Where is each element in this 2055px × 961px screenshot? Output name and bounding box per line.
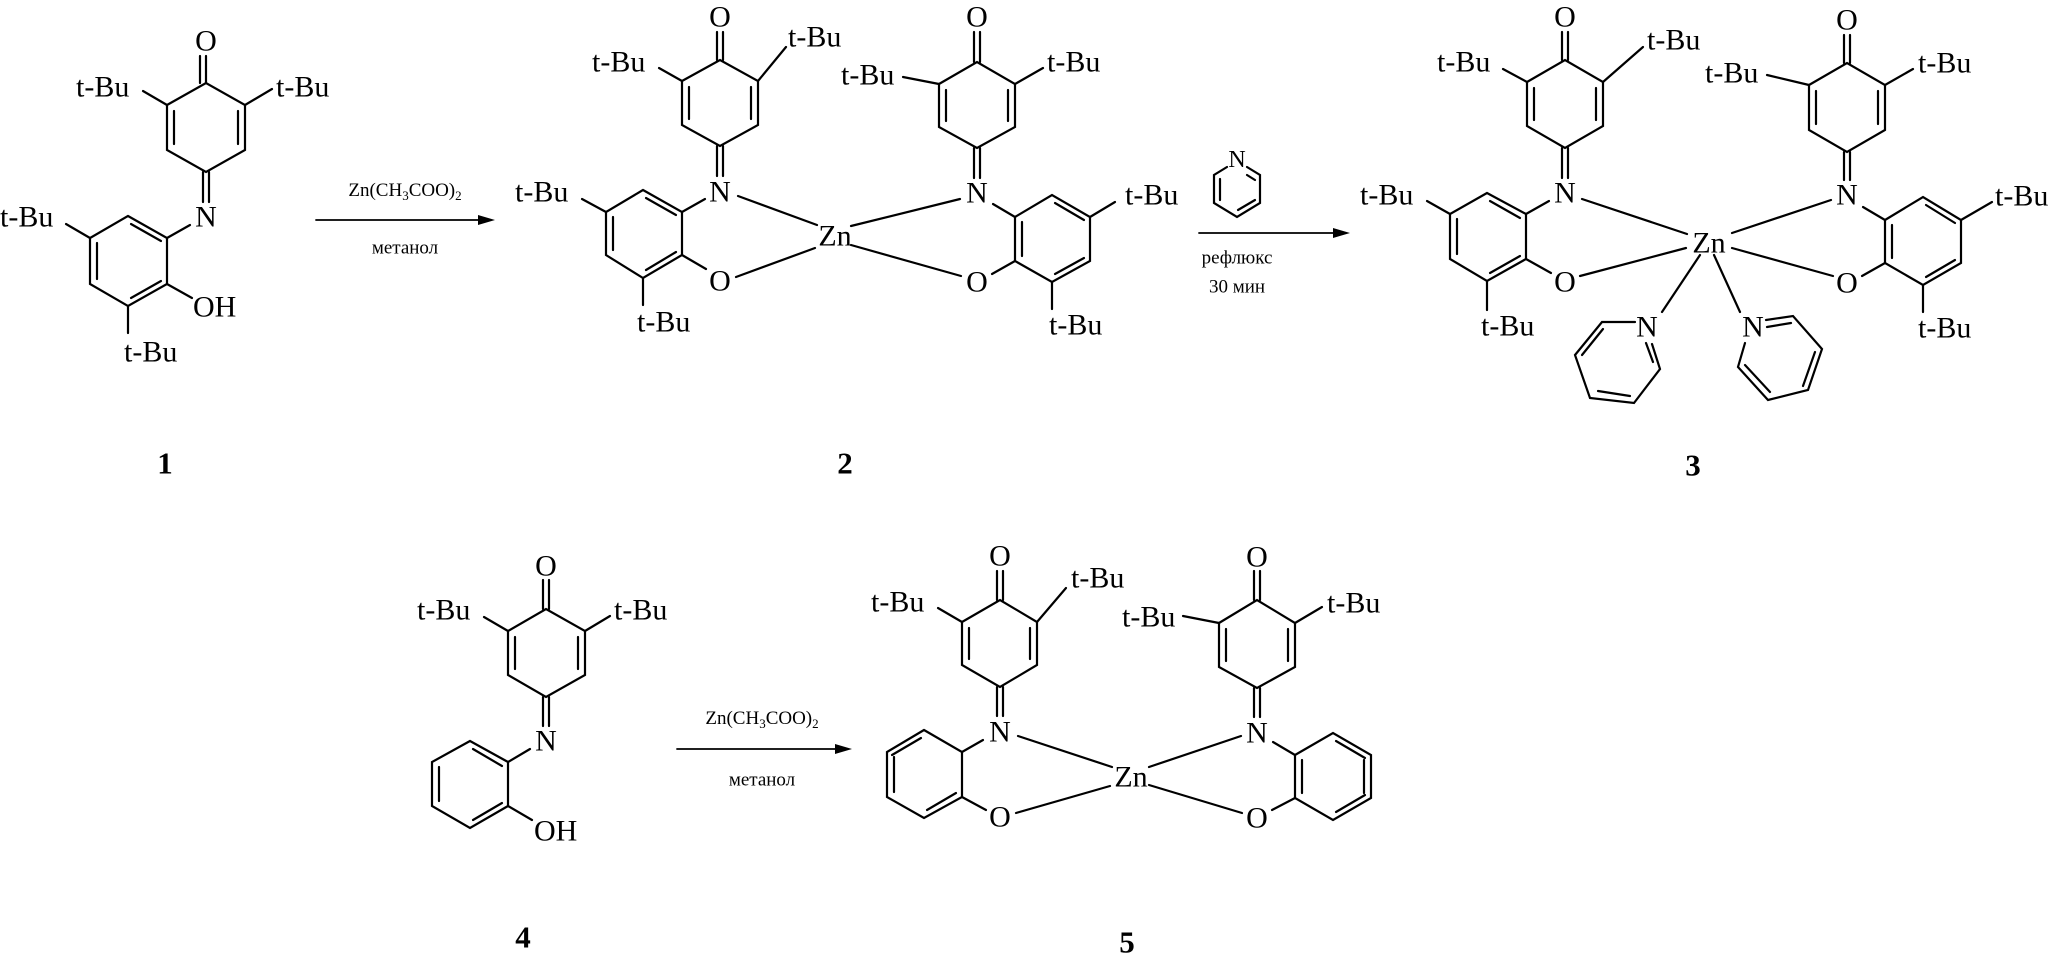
tbu-group: t-Bu (1360, 179, 1413, 212)
tbu-group: t-Bu (1122, 601, 1175, 634)
oxygen-atom: O (1554, 266, 1576, 299)
tbu-group: t-Bu (1647, 24, 1700, 57)
tbu-group: t-Bu (1049, 309, 1102, 342)
compound-3: N N O N O O N O Zn t-Bu t-Bu t-Bu t-Bu t… (1360, 1, 2048, 483)
nitrogen-atom: N (709, 176, 731, 209)
tbu-group: t-Bu (1918, 47, 1971, 80)
nitrogen-atom: N (195, 201, 217, 234)
oxygen-atom: O (1836, 267, 1858, 300)
compound-number: 1 (157, 446, 173, 481)
tbu-group: t-Bu (515, 176, 568, 209)
compound-4: O N OH t-Bu t-Bu 4 (417, 550, 667, 955)
arrowhead-icon (478, 215, 495, 225)
oxygen-atom: O (709, 265, 731, 298)
compound-1: O N OH t-Bu t-Bu t-Bu t-Bu 1 (0, 25, 329, 481)
compound-2: O N O O N O Zn t-Bu t-Bu t-Bu t-Bu t-Bu … (515, 1, 1178, 481)
nitrogen-atom: N (1742, 311, 1764, 344)
reagent-label: Zn(CH3COO)2 (705, 708, 818, 731)
oxygen-atom: O (535, 550, 557, 583)
hydroxyl-group: OH (534, 815, 577, 848)
tbu-group: t-Bu (1125, 179, 1178, 212)
reagent-label: Zn(CH3COO)2 (348, 180, 461, 203)
compound-number: 4 (515, 920, 531, 955)
tbu-group: t-Bu (1071, 562, 1124, 595)
zinc-atom: Zn (818, 220, 851, 253)
oxygen-atom: O (966, 1, 988, 34)
oxygen-atom: O (709, 1, 731, 34)
oxygen-atom: O (966, 266, 988, 299)
pyridine-ligand: N (1736, 311, 1824, 402)
nitrogen-atom: N (1246, 717, 1268, 750)
quinone-ring (141, 54, 274, 204)
tbu-group: t-Bu (841, 59, 894, 92)
compound-number: 3 (1685, 448, 1701, 483)
condition-label: рефлюкс (1202, 248, 1273, 269)
oxygen-atom: O (195, 25, 217, 58)
arrowhead-icon (835, 744, 852, 754)
tbu-group: t-Bu (417, 594, 470, 627)
condition-label: 30 мин (1209, 277, 1265, 298)
arrowhead-icon (1333, 228, 1350, 238)
pyridine-ligand: N (1573, 311, 1662, 405)
tbu-group: t-Bu (1047, 46, 1100, 79)
oxygen-atom: O (989, 801, 1011, 834)
tbu-group: t-Bu (788, 21, 841, 54)
oxygen-atom: O (1836, 4, 1858, 37)
tbu-group: t-Bu (1705, 57, 1758, 90)
condition-label: метанол (372, 238, 439, 259)
reaction-arrow-3: Zn(CH3COO)2 метанол (676, 708, 852, 791)
tbu-group: t-Bu (1481, 310, 1534, 343)
nitrogen-atom: N (1554, 177, 1576, 210)
tbu-group: t-Bu (1327, 587, 1380, 620)
nitrogen-atom: N (966, 177, 988, 210)
zinc-atom: Zn (1692, 227, 1725, 260)
nitrogen-atom: N (1228, 147, 1245, 173)
tbu-group: t-Bu (1437, 46, 1490, 79)
aminophenol-ring (64, 214, 194, 335)
tbu-group: t-Bu (76, 71, 129, 104)
nitrogen-atom: N (1836, 179, 1858, 212)
pyridine-reagent: N (1212, 147, 1262, 219)
nitrogen-atom: N (535, 725, 557, 758)
reaction-arrow-2: N рефлюкс 30 мин (1198, 147, 1350, 298)
compound-5: O N O O N O Zn t-Bu t-Bu t-Bu t-Bu 5 (871, 540, 1380, 960)
tbu-group: t-Bu (124, 336, 177, 369)
oxygen-atom: O (1246, 802, 1268, 835)
oxygen-atom: O (1554, 1, 1576, 34)
tbu-group: t-Bu (0, 201, 53, 234)
tbu-group: t-Bu (637, 306, 690, 339)
tbu-group: t-Bu (614, 594, 667, 627)
oxygen-atom: O (1246, 541, 1268, 574)
compound-number: 5 (1119, 925, 1135, 960)
tbu-group: t-Bu (276, 71, 329, 104)
condition-label: метанол (729, 770, 796, 791)
tbu-group: t-Bu (1918, 312, 1971, 345)
compound-number: 2 (837, 446, 853, 481)
nitrogen-atom: N (1636, 311, 1658, 344)
tbu-group: t-Bu (592, 46, 645, 79)
reaction-arrow-1: Zn(CH3COO)2 метанол (315, 180, 495, 259)
zinc-atom: Zn (1114, 761, 1147, 794)
hydroxyl-group: OH (193, 291, 236, 324)
tbu-group: t-Bu (871, 586, 924, 619)
oxygen-atom: O (989, 540, 1011, 573)
nitrogen-atom: N (989, 716, 1011, 749)
tbu-group: t-Bu (1995, 180, 2048, 213)
